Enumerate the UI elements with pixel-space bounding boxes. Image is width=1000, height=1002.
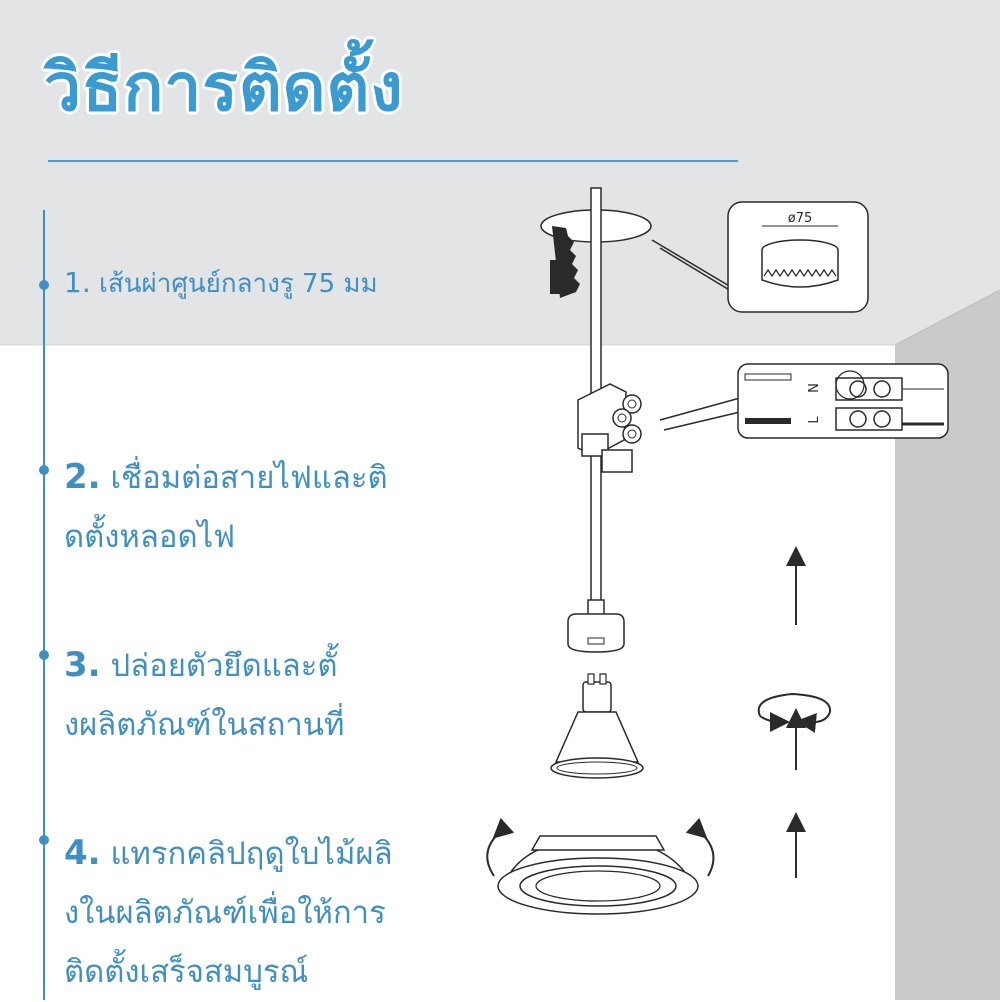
step-2-number: 2. (64, 457, 101, 497)
step-4-line-3: ติดตั้งเสร็จสมบูรณ์ (64, 954, 309, 990)
wire-connector (577, 383, 642, 473)
hole-diameter-label: ø75 (788, 211, 813, 226)
step-4: 4. แทรกคลิปฤดูใบไม้ผลิ งในผลิตภัณฑ์เพื่อ… (64, 824, 393, 1002)
rotate-ring-arrow-right (796, 711, 831, 733)
step-3-number: 3. (64, 645, 101, 685)
terminal-block (835, 370, 944, 431)
wire-l (745, 418, 791, 424)
timeline-dot-1 (39, 280, 49, 290)
callout-2-pointer-bottom (663, 411, 741, 431)
callout-1-pointer-bottom (659, 247, 737, 295)
step-2: 2. เชื่อมต่อสายไฟและติ ดตั้งหลอดไฟ (64, 448, 388, 567)
callout-1-pointer-top (651, 239, 737, 291)
terminal-l-label: L (807, 416, 822, 424)
hole-saw-icon (761, 239, 839, 288)
step-1-number: 1. (64, 266, 91, 299)
saw-handle (550, 260, 564, 294)
gu10-bulb (550, 673, 644, 779)
page-title: วิธีการติดตั้ง (44, 49, 404, 126)
rotate-right-arrow (685, 817, 715, 877)
step-2-line-1: เชื่อมต่อสายไฟและติ (110, 460, 388, 496)
terminal-n-label: N (807, 383, 822, 393)
timeline-line (43, 210, 45, 1000)
step-3-line-2: งผลิตภัณฑ์ในสถานที่ (64, 707, 345, 743)
step-1: 1. เส้นผ่าศูนย์กลางรู 75 มม (64, 266, 378, 301)
wire-n (744, 373, 792, 381)
downlight-frame (497, 835, 699, 915)
step-1-line-1: เส้นผ่าศูนย์กลางรู 75 มม (98, 269, 378, 299)
timeline-dot-2 (39, 465, 49, 475)
ceiling-edge (0, 0, 1000, 345)
timeline-dot-3 (39, 650, 49, 660)
corner-line (894, 289, 1000, 346)
step-2-line-2: ดตั้งหลอดไฟ (64, 519, 236, 555)
rotate-ring-top (757, 692, 832, 717)
title-underline (48, 160, 738, 162)
rotate-ring-arrow-left (759, 711, 790, 732)
step-4-line-1: แทรกคลิปฤดูใบไม้ผลิ (110, 836, 393, 872)
lamp-socket (567, 599, 625, 653)
step-4-number: 4. (64, 833, 101, 873)
callout-2-pointer-top (659, 397, 741, 421)
step-3: 3. ปล่อยตัวยึดและตั้ งผลิตภัณฑ์ในสถานที่ (64, 636, 344, 755)
step-3-line-1: ปล่อยตัวยึดและตั้ (110, 648, 338, 684)
step-4-line-2: งในผลิตภัณฑ์เพื่อให้การ (64, 895, 386, 931)
timeline-dot-4 (39, 835, 49, 845)
rotate-left-arrow (486, 817, 515, 877)
right-wall-face (895, 290, 1000, 1000)
